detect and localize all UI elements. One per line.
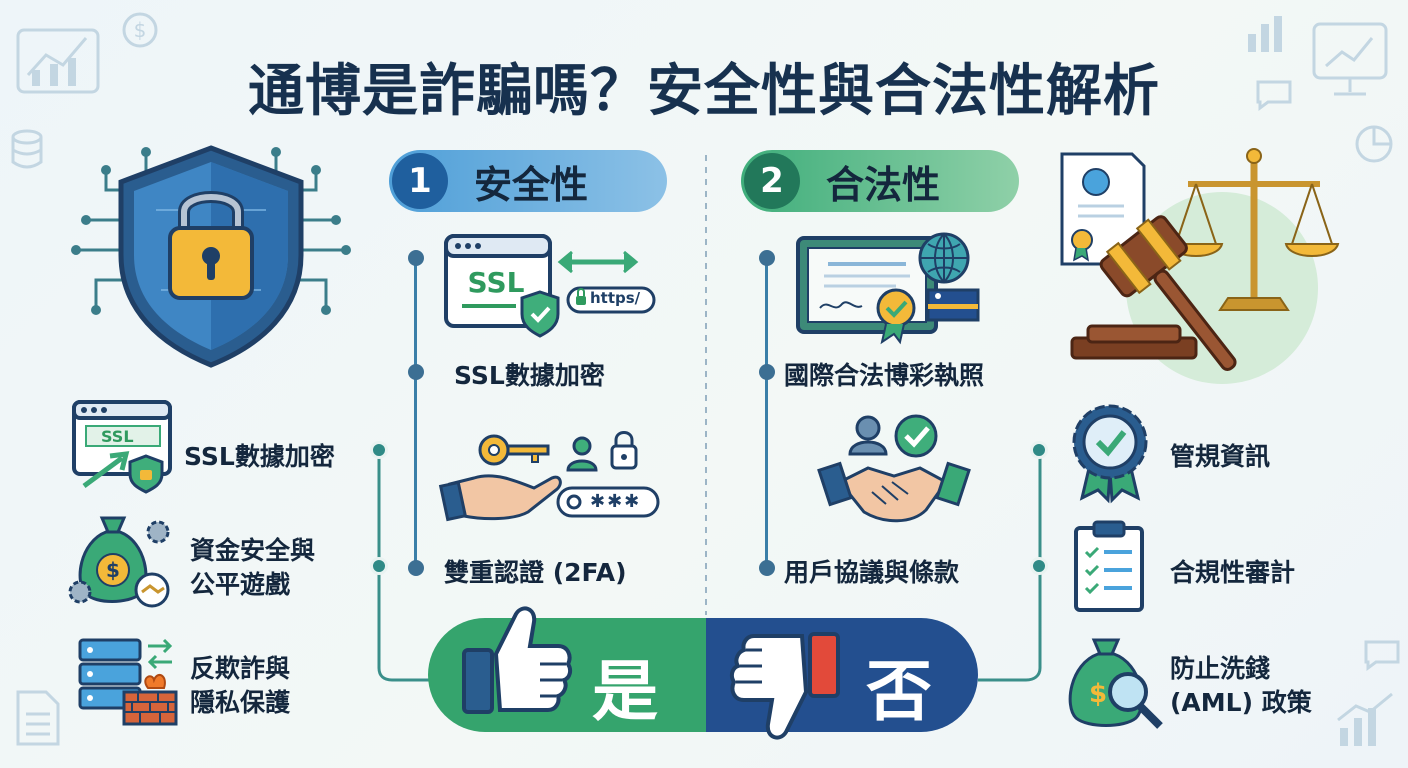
money-bag-gear-icon: $ — [68, 516, 170, 608]
left-feature-funds-label: 資金安全與 公平遊戲 — [190, 534, 315, 602]
thumbs-down-icon — [729, 632, 840, 740]
server-firewall-icon — [78, 638, 178, 726]
safety-number-badge: 1 — [392, 153, 448, 209]
left-feature-funds-text: 資金安全與 公平遊戲 — [190, 536, 316, 599]
ssl-window-icon — [72, 400, 172, 494]
right-feature-audit-label: 合規性審計 — [1170, 558, 1296, 587]
thumbs-up-icon — [462, 606, 573, 714]
legality-item-terms-label: 用戶協議與條款 — [784, 558, 960, 587]
legality-number-badge: 2 — [744, 153, 800, 209]
bg-monitor-icon — [1312, 22, 1388, 96]
left-connector-node — [370, 557, 388, 575]
safety-item-2fa-label: 雙重認證 (2FA) — [444, 558, 627, 587]
svg-text:$: $ — [134, 18, 147, 42]
safety-timeline-dot — [408, 364, 424, 380]
ssl-browser-icon: SSL — [444, 234, 656, 338]
verdict-yes-text: 是 — [592, 653, 658, 730]
page-title: 通博是詐騙嗎？安全性與合法性解析 — [248, 59, 1160, 124]
bg-dollar-icon: $ — [122, 12, 158, 48]
safety-timeline-dot — [408, 560, 424, 576]
ssl-window-badge-text: SSL — [101, 427, 134, 446]
legality-timeline-dot — [759, 250, 775, 266]
left-feature-ssl-label: SSL數據加密 — [184, 442, 335, 471]
safety-section-label: 安全性 — [474, 162, 589, 207]
money-bag-magnifier-icon: $ — [1068, 638, 1163, 729]
legality-item-license-label: 國際合法博彩執照 — [784, 361, 985, 390]
key-hand-icon — [438, 431, 660, 522]
legality-timeline-dot — [759, 364, 775, 380]
bg-pie-icon — [1355, 125, 1393, 163]
safety-item-ssl-label: SSL數據加密 — [454, 361, 605, 390]
right-connector — [978, 450, 1042, 682]
right-feature-aml-text: 防止洗錢 (AML) 政策 — [1170, 654, 1312, 717]
bg-database-icon — [11, 129, 43, 169]
license-certificate-icon — [796, 232, 980, 345]
safety-section-pill: 1 安全性 — [389, 150, 667, 212]
right-connector-node — [1030, 441, 1048, 459]
https-badge-text: https/ — [590, 289, 641, 307]
legality-timeline-dot — [759, 560, 775, 576]
bg-trend-icon — [1337, 692, 1393, 746]
left-connector-node — [370, 441, 388, 459]
check-medal-icon — [1072, 404, 1148, 504]
safety-timeline-dot — [408, 250, 424, 266]
right-connector-node — [1030, 557, 1048, 575]
bg-chart-icon — [16, 28, 100, 94]
checklist-clipboard-icon — [1074, 520, 1144, 612]
legality-timeline — [765, 256, 768, 568]
right-feature-aml-label: 防止洗錢 (AML) 政策 — [1170, 652, 1312, 720]
safety-timeline — [414, 256, 417, 568]
right-feature-info-label: 管規資訊 — [1170, 442, 1271, 471]
svg-text:SSL: SSL — [468, 266, 525, 299]
bg-bar-icon — [1248, 16, 1282, 52]
bg-doc-icon — [16, 690, 60, 746]
verdict-no-text: 否 — [866, 653, 932, 730]
bg-chat2-icon — [1364, 640, 1400, 671]
svg-text:$: $ — [106, 558, 120, 582]
legality-section-pill: 2 合法性 — [741, 150, 1019, 212]
left-connector — [377, 450, 432, 682]
gavel-scale-icon — [1060, 148, 1340, 384]
shield-lock-icon — [71, 145, 351, 368]
handshake-icon — [817, 414, 971, 523]
bg-chat-icon — [1256, 80, 1292, 111]
left-feature-fraud-label: 反欺詐與 隱私保護 — [190, 652, 290, 720]
password-mask-text: ✱✱✱ — [590, 491, 642, 512]
legality-section-label: 合法性 — [826, 162, 941, 207]
svg-text:$: $ — [1089, 679, 1107, 709]
left-feature-fraud-text: 反欺詐與 隱私保護 — [190, 654, 291, 717]
center-divider — [705, 155, 707, 615]
